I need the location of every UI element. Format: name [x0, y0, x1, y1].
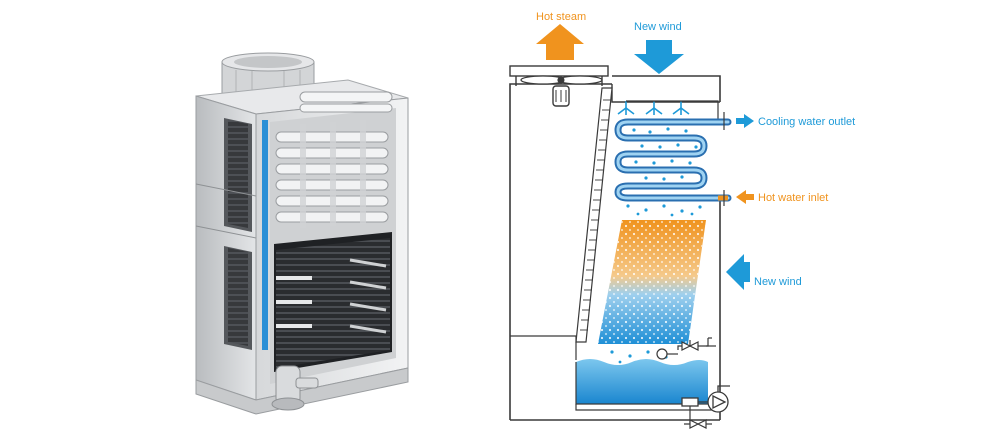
pump-icon	[681, 385, 730, 413]
pump-unit	[271, 365, 319, 411]
label-hot-steam: Hot steam	[536, 11, 586, 23]
label-new-wind-side: New wind	[754, 276, 802, 288]
label-new-wind-top: New wind	[634, 21, 682, 33]
fill-media	[274, 232, 392, 372]
label-hot-water-inlet: Hot water inlet	[758, 192, 828, 204]
schematic-diagram: Hot steam New wind Cooling water outlet …	[509, 11, 855, 429]
serpentine-coil	[614, 118, 732, 202]
cooling-tower-rendering	[195, 52, 409, 415]
sprinkler-icon	[617, 101, 690, 115]
motor-icon	[552, 85, 570, 107]
new-wind-top-arrow	[634, 40, 684, 74]
coil-pipes	[275, 120, 389, 228]
drain-valve-icon	[684, 406, 712, 429]
cooling-outlet-arrow	[736, 114, 754, 128]
water-droplets	[626, 127, 702, 217]
fan-icon	[520, 75, 603, 85]
drift-eliminator	[575, 87, 613, 343]
fill-packing	[598, 220, 706, 344]
valve-icon	[681, 340, 699, 351]
label-cooling-water-outlet: Cooling water outlet	[758, 116, 855, 128]
hot-inlet-arrow	[736, 190, 754, 204]
blue-pipe	[262, 120, 268, 350]
new-wind-side-arrow	[726, 254, 750, 290]
fan-housing	[509, 65, 609, 86]
water-basin	[575, 359, 718, 411]
hot-steam-arrow	[536, 24, 584, 60]
